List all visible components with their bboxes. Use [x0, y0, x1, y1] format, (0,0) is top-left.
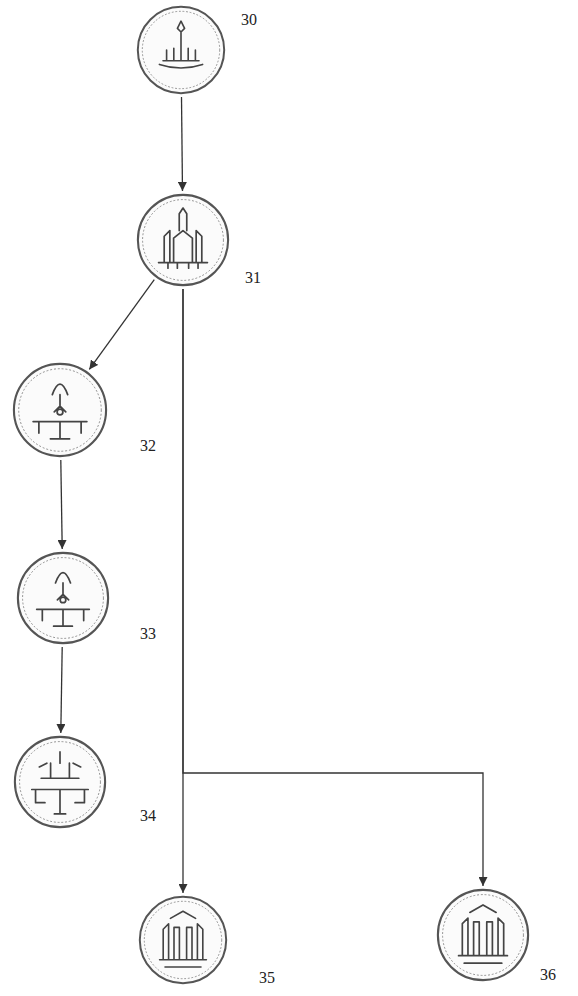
coin-node: 35	[138, 895, 228, 985]
coin-beading	[144, 901, 221, 978]
catalogue-number: 36	[540, 966, 556, 984]
catalogue-number: 33	[140, 625, 156, 643]
coin-motif	[160, 911, 207, 967]
coin-node: 32	[12, 362, 108, 458]
coin-beading	[20, 742, 101, 823]
catalogue-number: 31	[245, 269, 261, 287]
coin-drawing	[16, 551, 110, 645]
coin-drawing	[136, 5, 226, 95]
coin-beading	[19, 369, 102, 452]
coin-node: 31	[136, 193, 230, 287]
coin-rim	[18, 553, 108, 643]
coin-node: 36	[436, 888, 530, 982]
derivation-arrow	[89, 280, 154, 370]
coin-motif	[159, 208, 208, 268]
derivation-arrow	[183, 289, 483, 886]
coin-beading	[23, 558, 104, 639]
coin-motif	[37, 573, 90, 627]
coin-motif	[32, 752, 88, 814]
coin-beading	[443, 895, 524, 976]
coin-rim	[15, 737, 105, 827]
catalogue-number: 32	[140, 437, 156, 455]
coin-motif	[33, 384, 87, 439]
coin-drawing	[136, 193, 230, 287]
coin-rim	[140, 897, 226, 983]
coin-drawing	[12, 362, 108, 458]
coin-node: 33	[16, 551, 110, 645]
derivation-arrow	[181, 97, 183, 191]
coin-beading	[142, 11, 219, 88]
catalogue-number: 34	[140, 807, 156, 825]
coin-node: 30	[136, 5, 226, 95]
derivation-arrow	[61, 460, 62, 549]
derivation-arrow	[61, 647, 62, 733]
coin-node: 34	[13, 735, 107, 829]
coin-rim	[14, 364, 106, 456]
catalogue-number: 30	[241, 11, 257, 29]
coin-rim	[138, 7, 224, 93]
coin-beading	[143, 200, 224, 281]
coin-drawing	[436, 888, 530, 982]
catalogue-number: 35	[259, 969, 275, 987]
coin-motif	[459, 905, 508, 963]
coin-motif	[159, 21, 202, 68]
coin-rim	[138, 195, 228, 285]
coin-drawing	[13, 735, 107, 829]
coin-drawing	[138, 895, 228, 985]
coin-rim	[438, 890, 528, 980]
